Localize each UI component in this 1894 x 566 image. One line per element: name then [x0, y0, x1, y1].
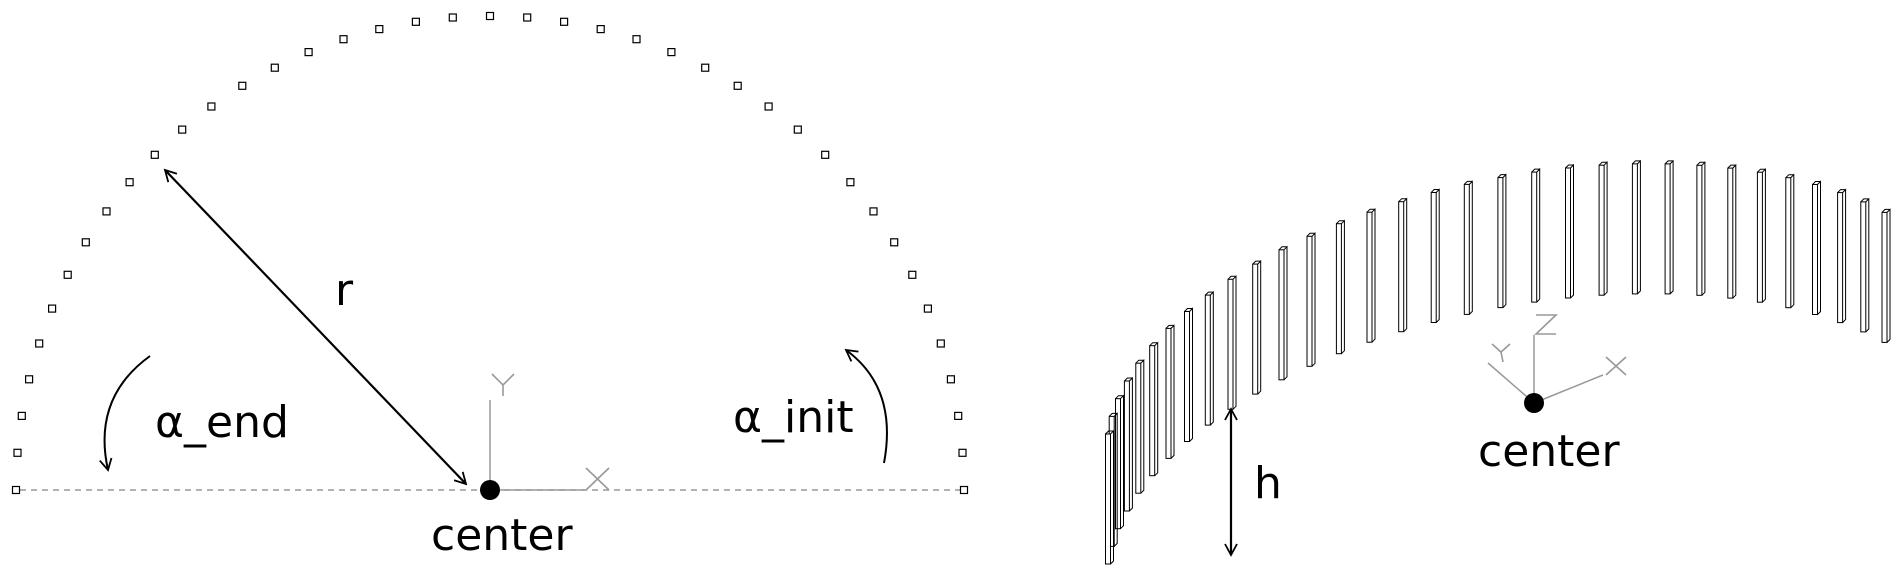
- arc-marker: [304, 47, 313, 57]
- arc-marker: [17, 411, 26, 420]
- x-axis-line-3d: [1533, 374, 1604, 404]
- arc-marker: [764, 102, 773, 111]
- cylinder-bar: [1598, 160, 1608, 296]
- y-axis-glyph-3d: [1491, 343, 1511, 363]
- cylinder-bar: [1278, 245, 1288, 381]
- arc-marker: [596, 25, 605, 34]
- cylinder-bar: [1756, 167, 1766, 303]
- arc-marker: [81, 238, 90, 247]
- cylinder-bar: [1123, 376, 1133, 512]
- arc-marker: [207, 102, 216, 111]
- cylinder-bar: [1837, 188, 1847, 324]
- arc-marker: [923, 304, 933, 313]
- cylinder-bar: [1727, 163, 1737, 299]
- arc-markers: [11, 11, 969, 495]
- alpha-init-arrow: [844, 348, 888, 464]
- arc-marker: [846, 178, 855, 187]
- arc-marker: [869, 207, 878, 216]
- arc-layout-diagram: r α_end α_init center: [11, 11, 969, 561]
- arc-marker: [375, 25, 384, 34]
- cylinder-bar: [1531, 167, 1541, 303]
- cylinder-bar: [1696, 161, 1706, 296]
- arc-marker: [11, 485, 21, 495]
- cylinder-bar: [1785, 173, 1795, 309]
- arc-marker: [270, 63, 279, 72]
- cylinder-bar: [1227, 275, 1237, 410]
- cylinder-bar: [1463, 180, 1473, 315]
- arc-marker: [632, 35, 641, 44]
- arc-marker: [701, 63, 710, 72]
- arc-marker: [125, 178, 134, 187]
- arc-marker: [667, 47, 676, 57]
- cylinder-layout-diagram: h center: [1105, 159, 1891, 565]
- height-label: h: [1254, 458, 1282, 509]
- cylinder-bar: [1105, 429, 1114, 565]
- arc-marker: [102, 207, 111, 216]
- center-label-left: center: [431, 510, 573, 561]
- arc-marker: [25, 375, 34, 384]
- arc-marker: [63, 270, 72, 279]
- cylinder-bar: [1398, 197, 1408, 333]
- arc-marker: [959, 485, 969, 495]
- arc-marker: [559, 17, 569, 26]
- bars-group: [1105, 159, 1891, 565]
- arc-marker: [890, 238, 899, 247]
- cylinder-bar: [1881, 208, 1891, 343]
- cylinder-bar: [1631, 159, 1641, 295]
- arc-marker: [35, 339, 44, 348]
- cylinder-bar: [1149, 341, 1159, 477]
- cylinder-bar: [1115, 394, 1124, 530]
- cylinder-bar: [1184, 307, 1193, 442]
- arc-marker: [523, 13, 532, 22]
- arc-marker: [47, 304, 57, 313]
- cylinder-bar: [1664, 159, 1674, 295]
- arc-marker: [793, 125, 802, 134]
- radius-label: r: [335, 265, 354, 316]
- arc-marker: [411, 17, 420, 26]
- cylinder-bar: [1860, 197, 1870, 333]
- cylinder-bar: [1306, 232, 1316, 367]
- arc-marker: [339, 35, 348, 44]
- center-point: [480, 480, 500, 500]
- arc-marker: [908, 270, 917, 279]
- center-point-3d: [1524, 393, 1544, 413]
- cylinder-bar: [1430, 188, 1440, 323]
- arc-marker: [733, 81, 742, 90]
- cylinder-bar: [1252, 259, 1262, 395]
- arc-marker: [946, 375, 956, 384]
- arc-marker: [178, 125, 187, 134]
- y-axis-glyph: [491, 373, 515, 396]
- x-axis-glyph: [585, 467, 610, 491]
- cylinder-bar: [1135, 358, 1145, 494]
- alpha-end-label: α_end: [155, 397, 289, 448]
- arc-marker: [954, 411, 963, 420]
- cylinder-bar: [1165, 324, 1175, 459]
- cylinder-bar: [1497, 173, 1507, 309]
- cylinder-bar: [1812, 180, 1821, 315]
- cylinder-bar: [1366, 207, 1376, 343]
- alpha-end-arrow: [99, 355, 151, 472]
- z-axis-glyph: [1533, 314, 1559, 335]
- alpha-init-label: α_init: [733, 392, 854, 443]
- arc-marker: [958, 448, 967, 457]
- cylinder-bar: [1335, 219, 1345, 355]
- center-label-right: center: [1478, 426, 1620, 477]
- arc-marker: [936, 339, 945, 348]
- arc-marker: [448, 13, 457, 22]
- arc-marker: [238, 81, 247, 90]
- cylinder-bar: [1204, 290, 1214, 426]
- y-axis-line-3d: [1487, 362, 1535, 404]
- cylinder-bar: [1565, 163, 1574, 299]
- arc-marker: [821, 150, 830, 159]
- radius-arrow: [163, 168, 468, 486]
- arc-marker: [150, 150, 159, 159]
- arc-marker: [485, 11, 495, 21]
- arc-marker: [13, 448, 22, 457]
- x-axis-glyph-3d: [1605, 356, 1627, 376]
